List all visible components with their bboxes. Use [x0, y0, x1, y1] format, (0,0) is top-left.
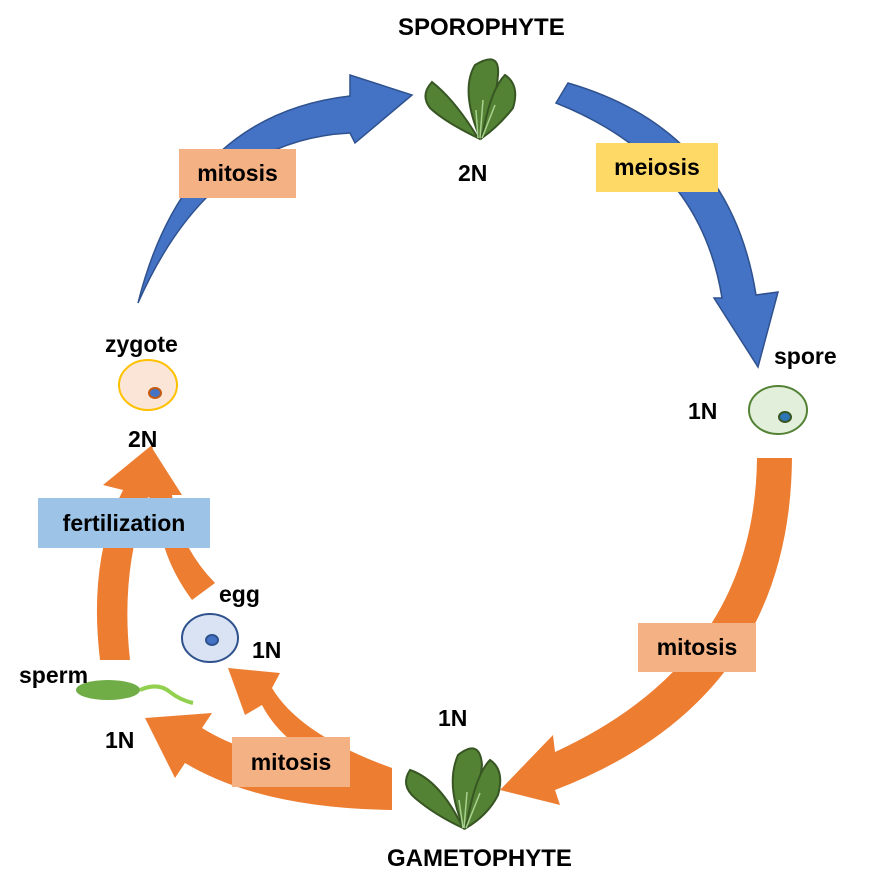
zygote-ploidy: 2N — [128, 426, 158, 452]
egg-label: egg — [219, 581, 260, 607]
egg-cell-icon — [181, 613, 239, 663]
spore-label: spore — [774, 343, 837, 369]
arrow-gametophyte-to-egg — [228, 668, 392, 790]
sporophyte-ploidy: 2N — [458, 160, 488, 186]
mitosis-box-bottom: mitosis — [232, 737, 350, 787]
spore-ploidy: 1N — [688, 398, 718, 424]
mitosis-box-right: mitosis — [638, 623, 756, 672]
sperm-label: sperm — [19, 662, 89, 688]
gametophyte-title: GAMETOPHYTE — [387, 845, 572, 872]
spore-cell-icon — [748, 385, 808, 435]
arrow-egg-to-zygote — [145, 448, 215, 600]
fertilization-box: fertilization — [38, 498, 210, 548]
sperm-cell-icon — [76, 680, 194, 705]
sporophyte-plant-icon — [424, 58, 517, 141]
zygote-label: zygote — [105, 331, 178, 357]
zygote-cell-icon — [118, 359, 178, 411]
arrow-sperm-to-zygote — [96, 445, 165, 660]
egg-ploidy: 1N — [252, 637, 282, 663]
mitosis-box-top: mitosis — [179, 149, 296, 198]
arrow-sporophyte-to-spore — [554, 82, 780, 369]
gametophyte-ploidy: 1N — [438, 705, 468, 731]
meiosis-box: meiosis — [596, 143, 718, 192]
sporophyte-title: SPOROPHYTE — [398, 14, 565, 41]
sperm-ploidy: 1N — [105, 727, 135, 753]
gametophyte-plant-icon — [405, 747, 502, 831]
